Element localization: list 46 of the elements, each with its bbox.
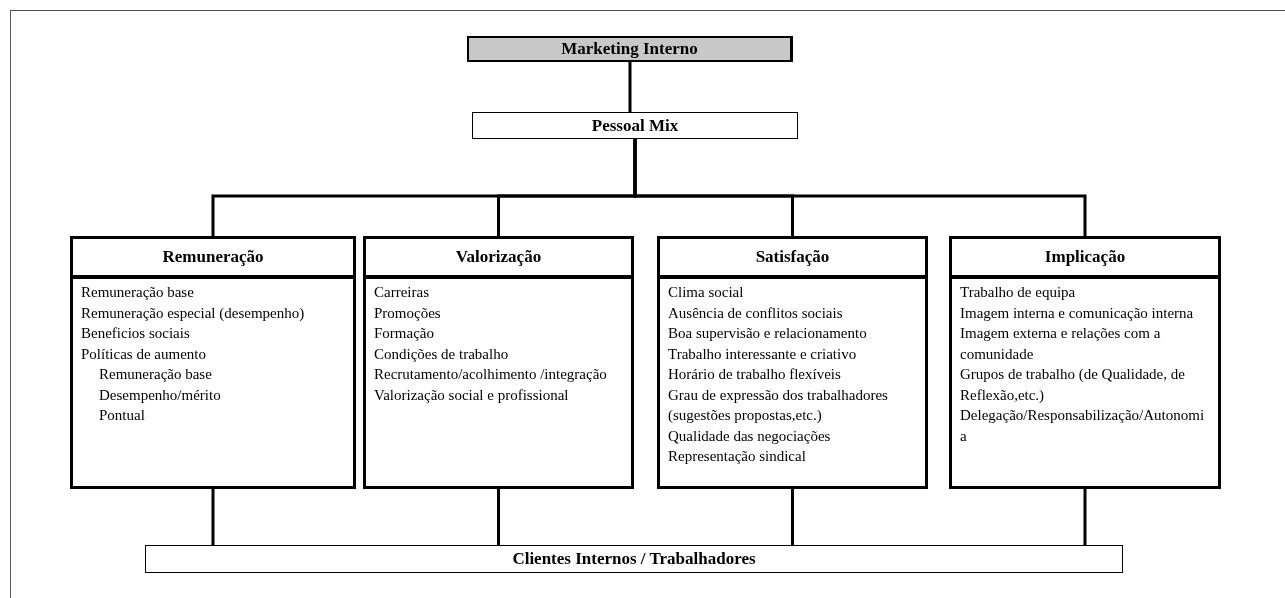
list-item: Promoções — [374, 303, 442, 323]
list-item: Grupos de trabalho (de Qualidade, de Reflexão,etc.) — [960, 365, 1186, 405]
connector-line — [791, 489, 794, 545]
list-item: Clima social — [668, 283, 745, 302]
process-box — [145, 545, 1123, 573]
connector-line — [1083, 489, 1087, 545]
box-label: Pessoal Mix — [591, 114, 679, 137]
list-item: Beneficios sociais — [81, 324, 191, 343]
connector-line — [211, 489, 215, 545]
list-item: Desempenho/mérito — [98, 385, 222, 405]
list-item: Representação sindical — [668, 447, 807, 466]
list-item: Qualidade das negociações — [668, 426, 832, 446]
list-item: Imagem interna e comunicação interna — [960, 303, 1195, 323]
process-box — [472, 112, 798, 139]
box-label: Clientes Internos / Trabalhadores — [512, 548, 756, 571]
category-title: Valorização — [455, 246, 542, 269]
list-item: Boa supervisão e relacionamento — [668, 324, 868, 343]
list-item: Políticas de aumento — [81, 344, 207, 364]
connector-line — [633, 139, 1087, 236]
category-title: Remuneração — [162, 246, 264, 269]
category-box — [363, 236, 634, 489]
list-item: Remuneração base — [98, 365, 213, 384]
list-item: Imagem externa e relações com a comunidade — [960, 324, 1162, 364]
title-box — [467, 36, 793, 62]
category-box — [657, 236, 928, 489]
box-label: Marketing Interno — [561, 38, 698, 61]
list-item: Carreiras — [374, 283, 430, 302]
connector-line — [497, 489, 500, 545]
category-box — [949, 236, 1221, 489]
list-item: Trabalho interessante e criativo — [668, 344, 858, 364]
list-item: Formação — [374, 324, 435, 343]
list-item: Remuneração base — [81, 283, 195, 302]
list-item: Condições de trabalho — [374, 344, 510, 364]
list-item: Grau de expressão dos trabalhadores (sugestões propostas,etc.) — [668, 385, 889, 425]
list-item: Delegação/Responsabilização/Autonomia — [960, 406, 1206, 446]
list-item: Ausência de conflitos sociais — [668, 303, 844, 323]
list-item: Recrutamento/acolhimento /integração — [374, 365, 608, 384]
list-item: Trabalho de equipa — [960, 283, 1077, 302]
list-item: Remuneração especial (desempenho) — [81, 303, 306, 323]
list-item: Valorização social e profissional — [374, 385, 570, 405]
list-item: Pontual — [98, 406, 146, 425]
category-box — [70, 236, 356, 489]
connector-line — [628, 62, 632, 112]
category-title: Implicação — [1044, 246, 1126, 269]
category-title: Satisfação — [755, 246, 830, 269]
list-item: Horário de trabalho flexíveis — [668, 365, 842, 384]
